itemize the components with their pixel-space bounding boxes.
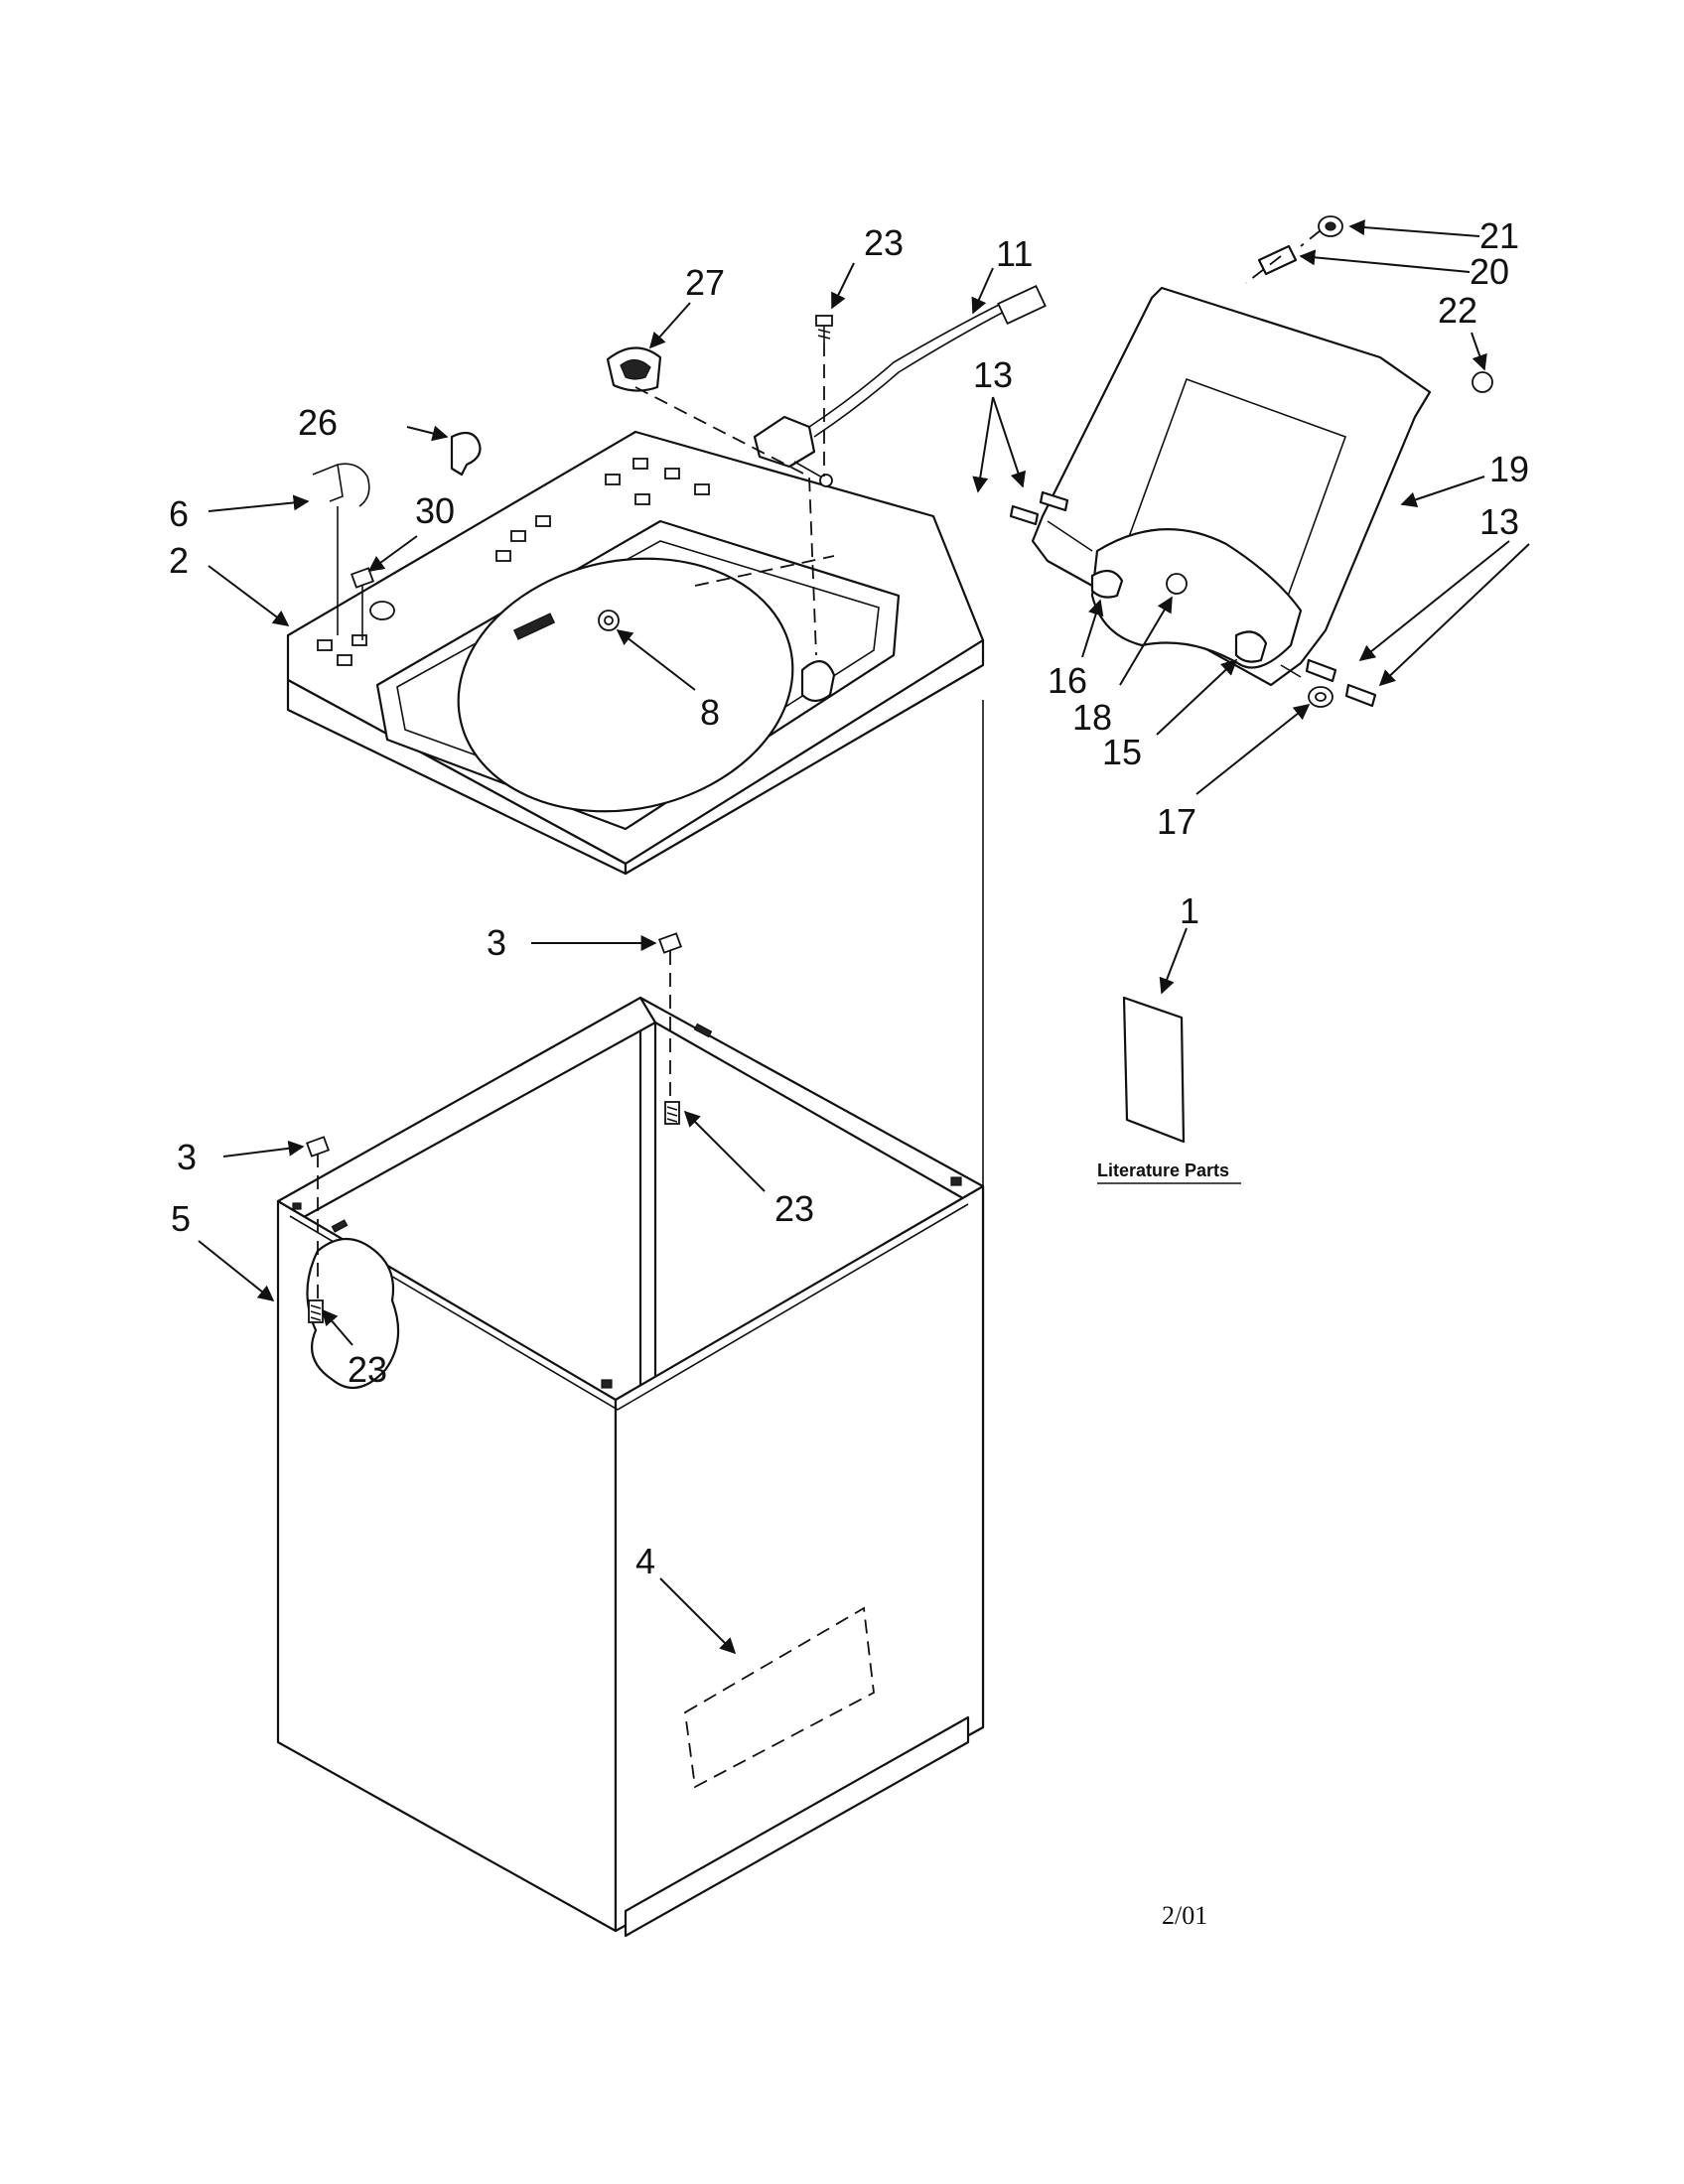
callout-15: 15 [1102,732,1142,772]
part-23-screw-front [308,1299,324,1323]
part-13-screws-upper [1009,490,1069,526]
callout-17: 17 [1157,801,1196,842]
callout-labels: 21 20 22 19 13 13 16 18 15 17 11 23 27 2… [169,215,1529,1581]
part-21-cap [1318,215,1343,237]
part-15-hinge [1234,630,1268,663]
assembly-lines [317,229,1322,1300]
part-3-nut-upper [657,932,683,954]
callout-8: 8 [700,692,720,733]
callout-23-top: 23 [864,222,904,263]
part-20-pin [1257,244,1298,276]
part-3-nut-lower [305,1136,331,1158]
callout-23-front: 23 [348,1349,387,1390]
callout-13-right: 13 [1479,501,1519,542]
part-23-screw-cabinet [664,1101,680,1125]
part-13-screws-lower [1305,658,1377,708]
callout-3-upper: 3 [487,922,506,963]
part-30-nut [350,567,375,589]
part-8-grommet [598,610,620,631]
callout-22: 22 [1438,290,1477,331]
callout-13-left: 13 [973,354,1013,395]
part-26-clip [450,431,482,477]
cabinet [276,700,985,1938]
callout-27: 27 [685,262,725,303]
part-22-bumper [1472,371,1493,393]
leader-lines [198,219,1530,1655]
callout-26: 26 [298,402,338,443]
part-18-bushing [1166,573,1188,595]
callout-20: 20 [1470,251,1509,292]
access-panel [684,1606,875,1789]
callout-30: 30 [415,490,455,531]
part-17-bumper [1308,686,1333,708]
literature-booklet [1122,996,1186,1144]
callout-21: 21 [1479,215,1519,256]
callout-19: 19 [1489,449,1529,489]
part-11-switch-harness [753,284,1047,487]
literature-parts-label: Literature Parts [1097,1160,1229,1180]
callout-16: 16 [1048,660,1087,701]
callout-2: 2 [169,540,189,581]
part-16-hinge [1090,569,1124,599]
callout-3-lower: 3 [177,1137,197,1177]
revision-date: 2/01 [1162,1901,1207,1930]
callout-5: 5 [171,1198,191,1239]
callout-4: 4 [635,1541,655,1581]
part-23-screw-top [815,315,833,342]
callout-23-cabinet: 23 [774,1188,814,1229]
callout-11: 11 [996,233,1033,274]
callout-6: 6 [169,493,189,534]
callout-18: 18 [1072,697,1112,738]
part-27-bumper [606,346,662,392]
top-panel [286,430,985,876]
part-6-clip [312,463,370,507]
callout-1: 1 [1180,890,1199,931]
